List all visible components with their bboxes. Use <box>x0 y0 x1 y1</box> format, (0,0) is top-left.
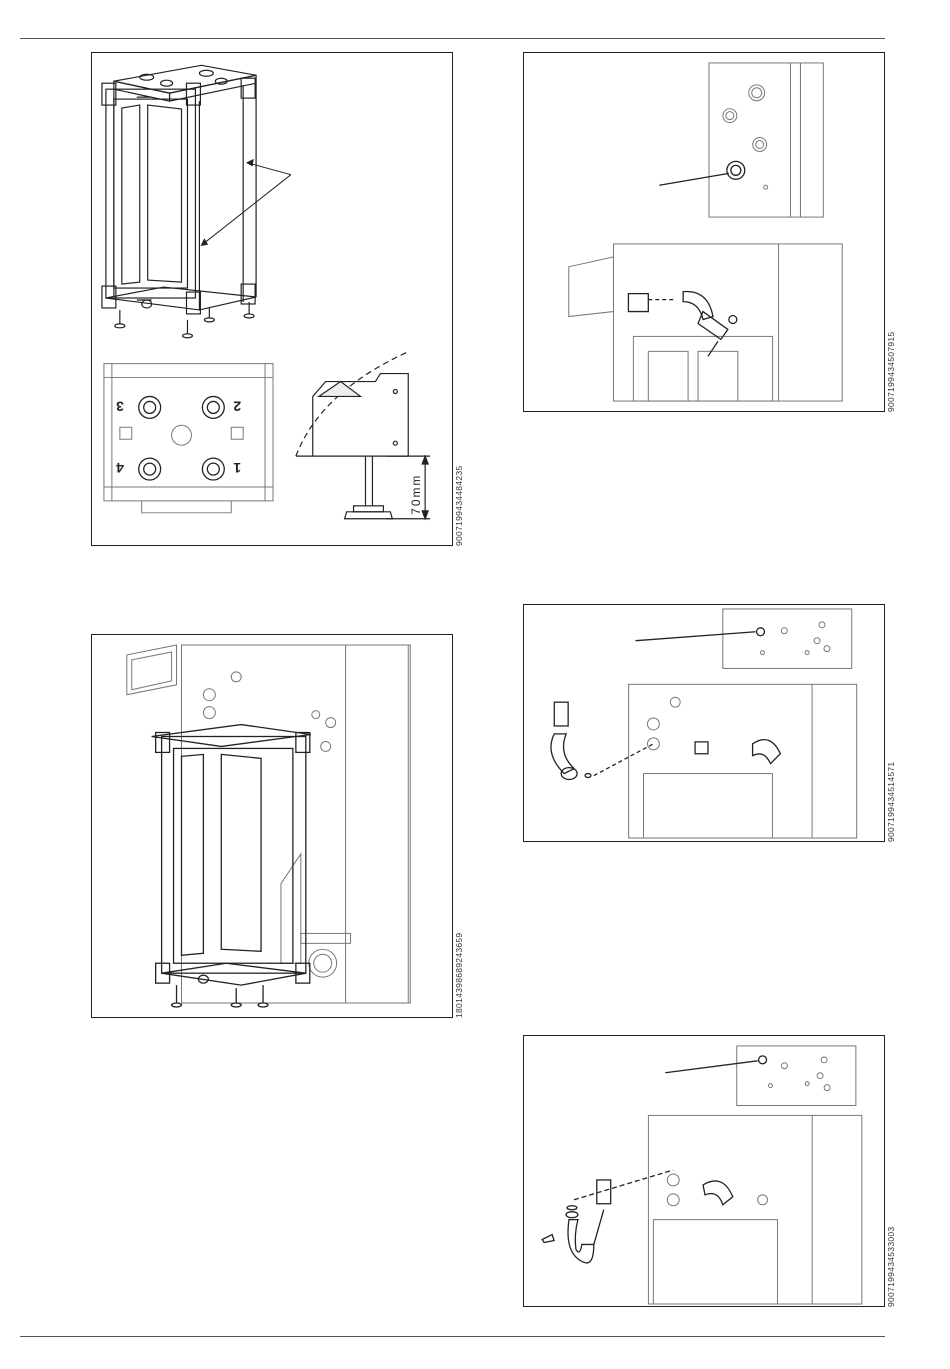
cylinder-module-illustration: 3 2 4 1 70mm <box>92 53 452 545</box>
module-installed-illustration <box>92 635 452 1017</box>
bottom-rule <box>20 1336 885 1337</box>
figure-drain-connection <box>523 1035 885 1307</box>
top-rule <box>20 38 885 39</box>
figure-elbow-connection <box>523 604 885 842</box>
figure-code: 9007199434533003 <box>886 1227 896 1307</box>
figure-code: 9007199434507915 <box>886 332 896 412</box>
elbow-connection-illustration <box>524 605 884 841</box>
figure-valve-connection <box>523 52 885 412</box>
valve-connection-illustration <box>524 53 884 411</box>
figure-module-installed <box>91 634 453 1018</box>
figure-code: 9007199434484235 <box>454 466 464 546</box>
port-label-4: 4 <box>116 460 124 476</box>
port-label-2: 2 <box>233 398 241 414</box>
figure-code: 18014398689243659 <box>454 933 464 1018</box>
figure-code: 9007199434514571 <box>886 762 896 842</box>
dimension-70mm: 70mm <box>409 474 423 515</box>
port-label-1: 1 <box>233 460 241 476</box>
figure-cylinder-module: 3 2 4 1 70mm <box>91 52 453 546</box>
drain-connection-illustration <box>524 1036 884 1306</box>
port-label-3: 3 <box>116 398 124 414</box>
